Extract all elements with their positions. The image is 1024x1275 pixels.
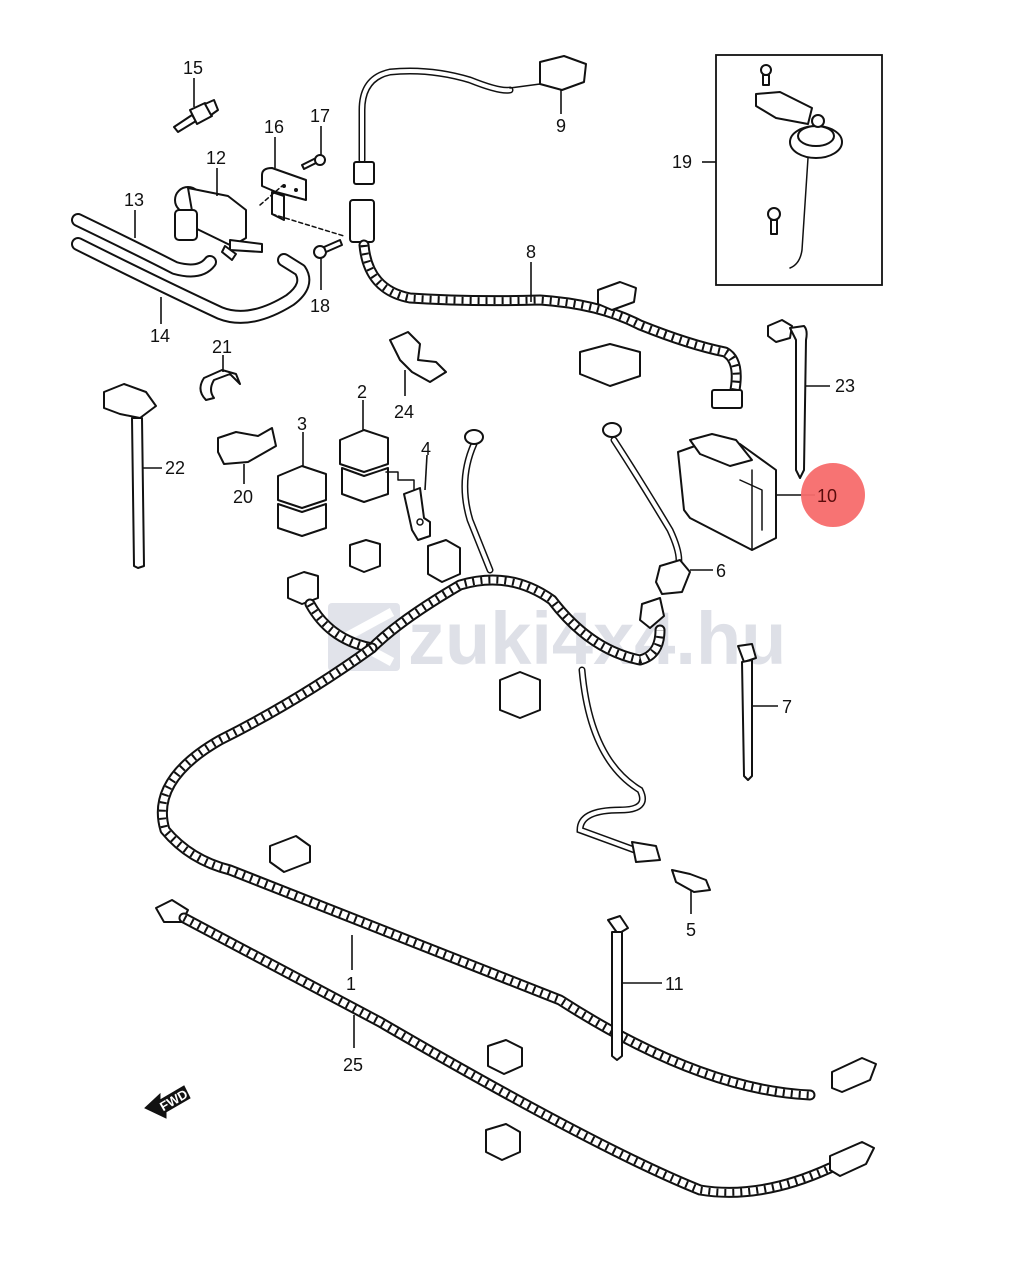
callout-5[interactable]: 5 — [686, 920, 696, 940]
part-20-clip[interactable] — [217, 427, 277, 465]
callout-14[interactable]: 14 — [150, 326, 170, 346]
part-24-clip[interactable] — [389, 331, 447, 383]
callout-21[interactable]: 21 — [212, 337, 232, 357]
part-19-horn-assembly[interactable] — [715, 54, 883, 286]
callout-2[interactable]: 2 — [357, 382, 367, 402]
callout-6[interactable]: 6 — [716, 561, 726, 581]
part-2-relay[interactable] — [339, 429, 389, 503]
part-16-bracket[interactable] — [261, 167, 307, 221]
callout-12[interactable]: 12 — [206, 148, 226, 168]
part-5-sensor[interactable] — [671, 869, 711, 893]
callout-3[interactable]: 3 — [297, 414, 307, 434]
part-1-main-harness[interactable] — [156, 429, 877, 1101]
fwd-direction-arrow: FWD — [144, 1085, 191, 1119]
callout-11[interactable]: 11 — [665, 974, 684, 994]
callout-24[interactable]: 24 — [394, 402, 414, 422]
part-7-cable-tie[interactable] — [737, 643, 757, 781]
part-9-sub-harness[interactable] — [353, 55, 587, 185]
part-25-harness[interactable] — [155, 899, 875, 1198]
part-11-cable-tie[interactable] — [607, 915, 629, 1061]
callout-9[interactable]: 9 — [556, 116, 566, 136]
part-10-control-unit[interactable] — [677, 433, 777, 551]
part-15-valve[interactable] — [173, 99, 219, 133]
callout-25[interactable]: 25 — [343, 1055, 363, 1075]
part-21-clip[interactable] — [199, 369, 241, 401]
callout-15[interactable]: 15 — [183, 58, 203, 78]
part-12-solenoid-valve[interactable] — [174, 186, 263, 261]
callout-8[interactable]: 8 — [526, 242, 536, 262]
callout-20[interactable]: 20 — [233, 487, 253, 507]
leader-4 — [424, 454, 428, 491]
part-13-hose[interactable] — [71, 213, 217, 278]
callout-18[interactable]: 18 — [310, 296, 330, 316]
callout-17[interactable]: 17 — [310, 106, 330, 126]
callout-22[interactable]: 22 — [165, 458, 185, 478]
callout-13[interactable]: 13 — [124, 190, 144, 210]
callout-19[interactable]: 19 — [672, 152, 692, 172]
callout-7[interactable]: 7 — [782, 697, 792, 717]
part-18-screw[interactable] — [313, 239, 343, 259]
part-6-lead[interactable] — [576, 422, 691, 863]
callout-1[interactable]: 1 — [346, 974, 356, 994]
part-22-clamp[interactable] — [103, 383, 157, 569]
part-14-hose[interactable] — [71, 237, 311, 324]
part-17-screw[interactable] — [301, 154, 326, 170]
part-8-harness[interactable] — [349, 199, 743, 409]
part-4-bracket[interactable] — [385, 471, 431, 541]
part-3-relay[interactable] — [277, 465, 327, 537]
callout-23[interactable]: 23 — [835, 376, 855, 396]
part-23-lead[interactable] — [767, 319, 808, 479]
callout-16[interactable]: 16 — [264, 117, 284, 137]
callout-4[interactable]: 4 — [421, 439, 431, 459]
callout-10[interactable]: 10 — [817, 486, 837, 506]
highlighted-part-badge[interactable]: 10 — [801, 463, 865, 527]
